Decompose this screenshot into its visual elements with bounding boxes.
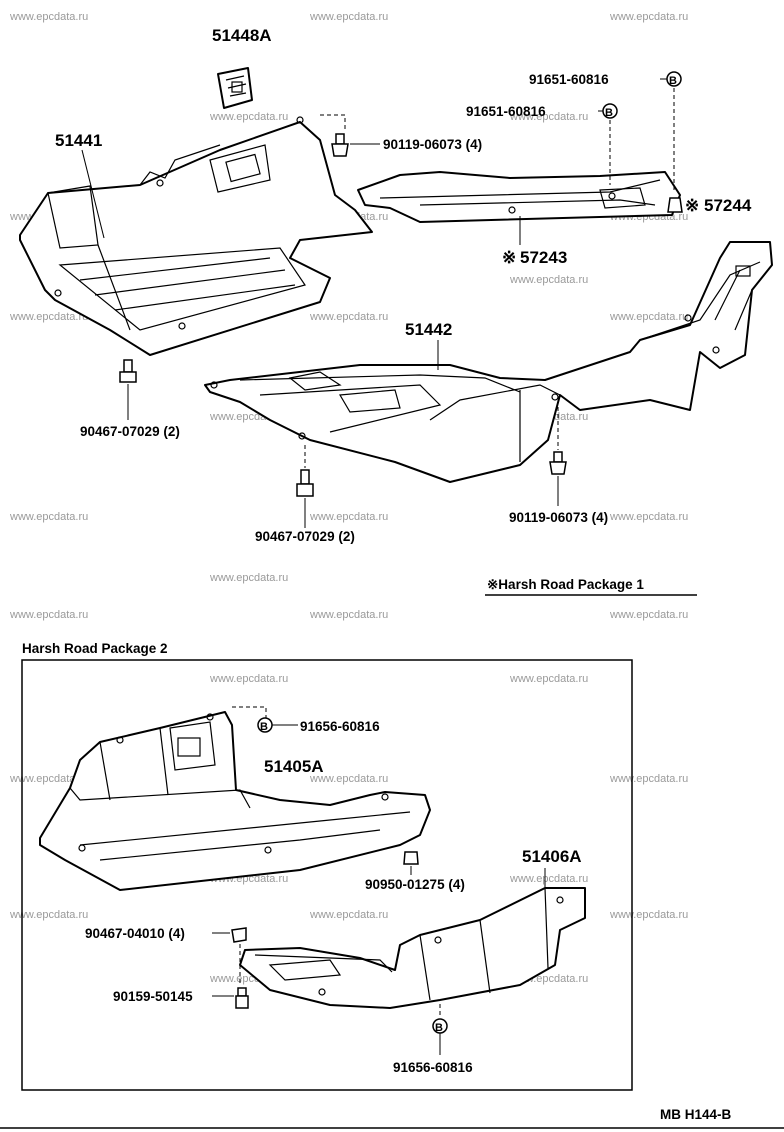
svg-text:※: ※ bbox=[685, 196, 699, 215]
watermark: www.epcdata.ru bbox=[609, 511, 688, 523]
bolt-90467-center-drawing bbox=[296, 469, 314, 497]
watermark: www.epcdata.ru bbox=[609, 11, 688, 23]
part-label-90467-04010: 90467-04010 (4) bbox=[85, 926, 185, 941]
part-label-91656-top: 91656-60816 bbox=[300, 719, 380, 734]
leader-line bbox=[81, 149, 105, 239]
bolt-90119-top-drawing bbox=[331, 133, 349, 157]
bolt-91651-b-symbol: B bbox=[602, 103, 618, 119]
bolt-90119-right-drawing bbox=[549, 451, 567, 475]
package-2-frame bbox=[21, 659, 633, 1091]
svg-text:B: B bbox=[260, 721, 268, 733]
watermark: www.epcdata.ru bbox=[309, 11, 388, 23]
part-label-90467-center: 90467-07029 (2) bbox=[255, 529, 355, 544]
part-label-51405a: 51405A bbox=[264, 757, 324, 776]
part-label-90950: 90950-01275 (4) bbox=[365, 877, 465, 892]
watermark: www.epcdata.ru bbox=[509, 673, 588, 685]
clip-57244-drawing bbox=[667, 197, 683, 213]
bolt-91656-bottom-symbol: B bbox=[432, 1018, 448, 1034]
watermark: www.epcdata.ru bbox=[309, 773, 388, 785]
bolt-91651-a-symbol: B bbox=[666, 71, 682, 87]
under-cover-51441-drawing bbox=[19, 116, 373, 356]
clip-90950-drawing bbox=[403, 851, 419, 865]
part-label-51441: 51441 bbox=[55, 131, 102, 150]
clip-51448a-drawing bbox=[217, 67, 253, 109]
star-symbol: ※ bbox=[685, 196, 699, 215]
bolt-90467-left-drawing bbox=[119, 359, 137, 383]
under-cover-51405a-drawing bbox=[39, 711, 431, 891]
diagram-code: MB H144-B bbox=[660, 1107, 732, 1122]
watermark: www.epcdata.ru bbox=[509, 873, 588, 885]
watermark: www.epcdata.ru bbox=[9, 609, 88, 621]
svg-text:※: ※ bbox=[502, 248, 516, 267]
bolt-90159-drawing bbox=[235, 987, 249, 1009]
dashed-line bbox=[320, 114, 346, 132]
part-label-90159: 90159-50145 bbox=[113, 989, 193, 1004]
watermark: www.epcdata.ru bbox=[509, 111, 588, 123]
watermark: www.epcdata.ru bbox=[509, 274, 588, 286]
watermark: www.epcdata.ru bbox=[209, 111, 288, 123]
part-label-90119-right: 90119-06073 (4) bbox=[509, 510, 608, 525]
part-label-91651-b: 91651-60816 bbox=[466, 104, 546, 119]
svg-text:B: B bbox=[435, 1022, 443, 1034]
watermark: www.epcdata.ru bbox=[9, 773, 88, 785]
harsh-road-package-1-note: ※Harsh Road Package 1 bbox=[487, 577, 644, 592]
part-label-91651-a: 91651-60816 bbox=[529, 72, 609, 87]
under-cover-51406a-drawing bbox=[239, 887, 586, 1009]
part-label-51442: 51442 bbox=[405, 320, 452, 339]
watermark: www.epcdata.ru bbox=[209, 673, 288, 685]
part-label-90467-left: 90467-07029 (2) bbox=[80, 424, 180, 439]
harsh-road-package-2-title: Harsh Road Package 2 bbox=[22, 641, 168, 656]
svg-text:B: B bbox=[669, 75, 677, 87]
part-label-57243: 57243 bbox=[520, 248, 567, 267]
clip-90467-04010-drawing bbox=[231, 927, 247, 943]
watermark: www.epcdata.ru bbox=[9, 311, 88, 323]
watermark: www.epcdata.ru bbox=[609, 609, 688, 621]
watermark: www.epcdata.ru bbox=[309, 609, 388, 621]
watermark: www.epcdata.ru bbox=[309, 909, 388, 921]
bracket-57243-drawing bbox=[357, 171, 681, 223]
bolt-91656-top-symbol: B bbox=[257, 717, 273, 733]
watermark: www.epcdata.ru bbox=[609, 909, 688, 921]
watermark: www.epcdata.ru bbox=[609, 311, 688, 323]
part-label-51406a: 51406A bbox=[522, 847, 582, 866]
part-label-57244: 57244 bbox=[704, 196, 752, 215]
star-symbol: ※ bbox=[502, 248, 516, 267]
part-label-91656-bottom: 91656-60816 bbox=[393, 1060, 473, 1075]
watermark: www.epcdata.ru bbox=[609, 773, 688, 785]
part-label-90119-top: 90119-06073 (4) bbox=[383, 137, 482, 152]
under-cover-51442-drawing bbox=[204, 241, 773, 483]
watermark: www.epcdata.ru bbox=[309, 511, 388, 523]
dashed-line bbox=[232, 706, 267, 722]
watermark: www.epcdata.ru bbox=[9, 11, 88, 23]
watermark: www.epcdata.ru bbox=[309, 311, 388, 323]
watermark: www.epcdata.ru bbox=[9, 511, 88, 523]
watermark: www.epcdata.ru bbox=[9, 909, 88, 921]
svg-text:B: B bbox=[605, 107, 613, 119]
watermark: www.epcdata.ru bbox=[209, 572, 288, 584]
part-label-51448a: 51448A bbox=[212, 26, 272, 45]
